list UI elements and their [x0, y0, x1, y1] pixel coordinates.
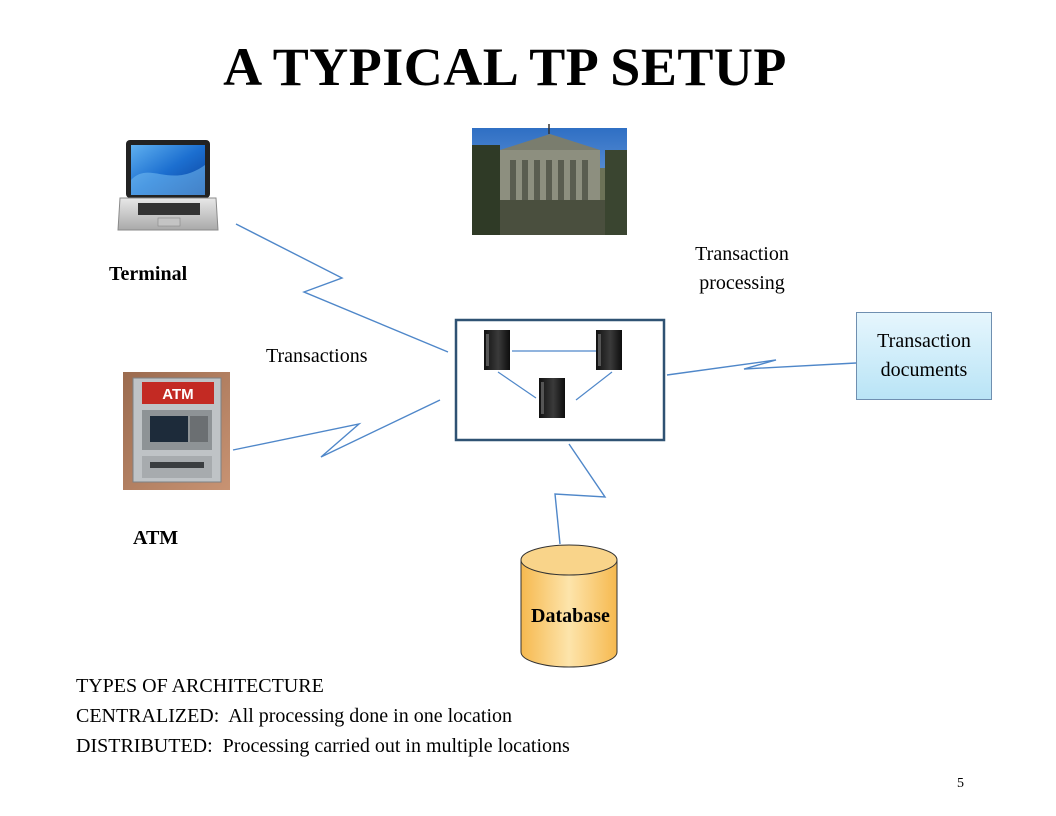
database-link	[554, 443, 607, 545]
documents-link	[666, 359, 857, 376]
page-number: 5	[957, 776, 964, 791]
architecture-distributed: DISTRIBUTED: Processing carried out in m…	[76, 735, 570, 757]
database-cylinder	[520, 544, 618, 668]
page-title: A TYPICAL TP SETUP	[223, 37, 787, 97]
terminal-link	[235, 223, 449, 353]
architecture-heading: TYPES OF ARCHITECTURE	[76, 675, 324, 697]
transaction-documents-line1: Transaction	[877, 330, 971, 352]
link-lines	[232, 223, 857, 545]
transaction-documents-box: Transaction documents	[856, 312, 992, 400]
server-icon-left	[484, 330, 510, 370]
transaction-processing-line2: processing	[699, 272, 785, 294]
atm-label: ATM	[133, 527, 179, 549]
atm-icon	[123, 372, 230, 490]
database-label: Database	[531, 605, 610, 627]
transaction-processing-line1: Transaction	[695, 243, 789, 265]
transactions-label: Transactions	[266, 345, 368, 367]
server-icon-right	[596, 330, 622, 370]
server-icon-bottom	[539, 378, 565, 418]
atm-sign-text: ATM	[162, 386, 193, 403]
atm-link	[232, 399, 441, 458]
transaction-processing-label: Transaction processing	[672, 240, 812, 298]
server-links	[497, 350, 613, 401]
transaction-documents-line2: documents	[880, 359, 968, 381]
laptop-icon	[117, 140, 219, 231]
architecture-centralized: CENTRALIZED: All processing done in one …	[76, 705, 513, 727]
bank-building-image	[472, 124, 627, 235]
architecture-notes: TYPES OF ARCHITECTURE CENTRALIZED: All p…	[76, 671, 570, 761]
terminal-label: Terminal	[109, 263, 188, 285]
